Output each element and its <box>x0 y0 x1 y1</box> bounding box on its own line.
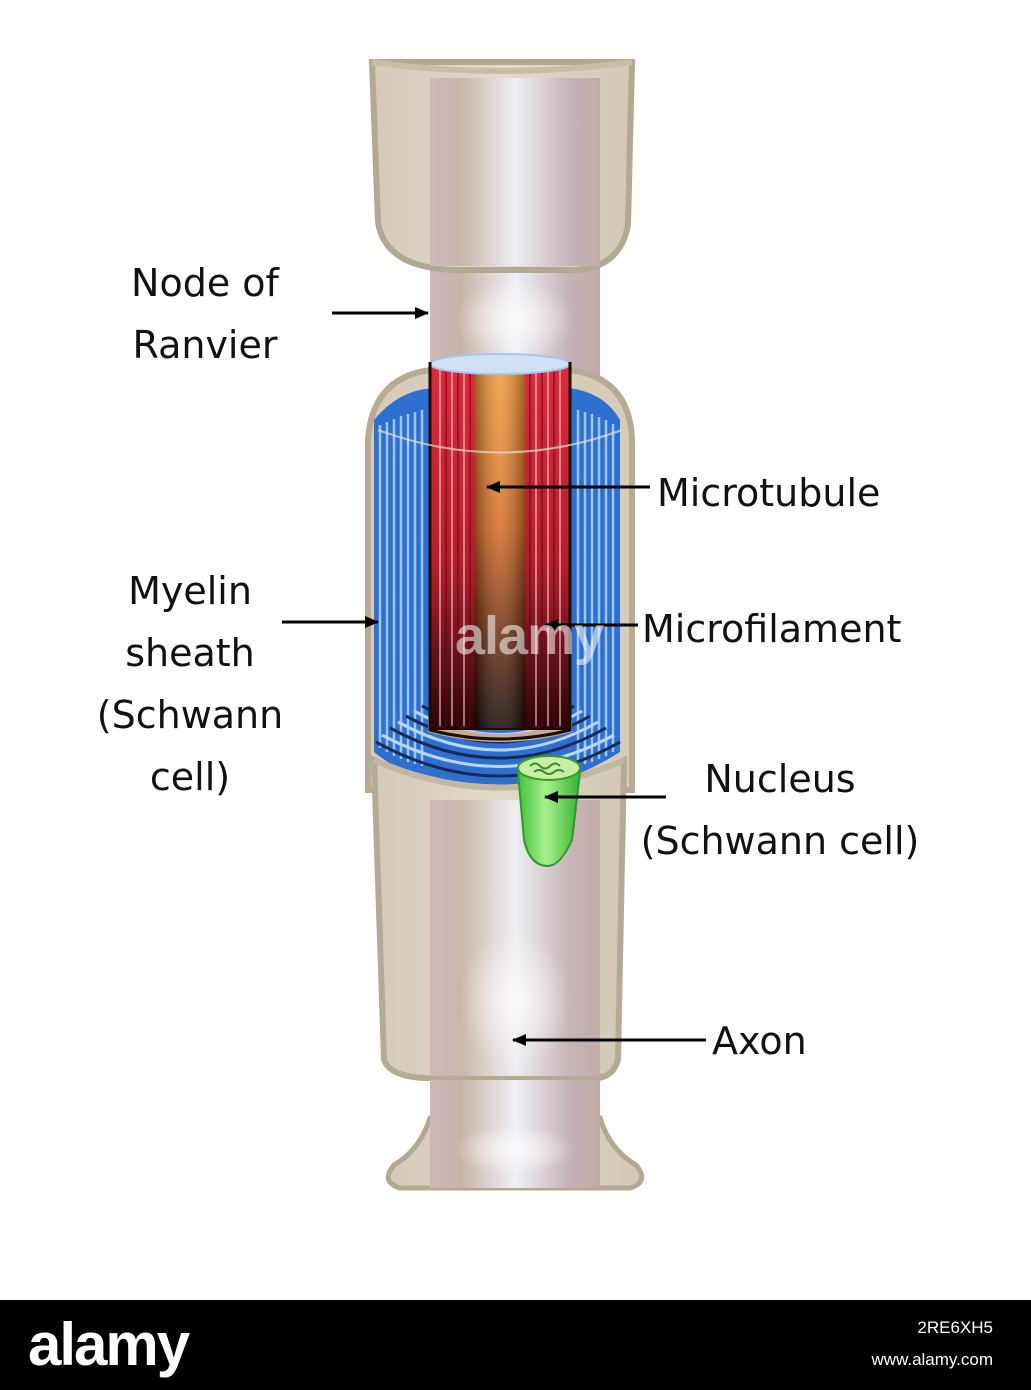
label-node-of-ranvier-line2: Ranvier <box>132 323 278 367</box>
footer-url: www.alamy.com <box>871 1350 993 1369</box>
label-nucleus-line1: Nucleus <box>704 757 856 801</box>
nerve-fiber-diagram <box>282 59 706 1191</box>
top-sheath-rim <box>371 59 633 74</box>
label-myelin-sheath: Myelin sheath (Schwann cell) <box>70 560 310 808</box>
label-microtubule: Microtubule <box>657 471 881 515</box>
label-myelin-sheath-line4: cell) <box>149 755 231 799</box>
stock-footer-bar: alamy 2RE6XH5 www.alamy.com <box>0 1300 1031 1390</box>
label-node-of-ranvier-line1: Node of <box>131 261 279 305</box>
label-arrows <box>282 307 706 1046</box>
label-microfilament: Microfilament <box>642 607 902 651</box>
label-myelin-sheath-line3: (Schwann <box>96 693 284 737</box>
schwann-nucleus <box>516 755 582 868</box>
axon-cutaway <box>377 353 623 741</box>
label-myelin-sheath-line2: sheath <box>125 631 255 675</box>
label-nucleus-line2: (Schwann cell) <box>640 819 920 863</box>
axon-glow-top <box>455 280 575 360</box>
footer-logo: alamy <box>28 1311 190 1378</box>
label-nucleus: Nucleus (Schwann cell) <box>610 748 950 872</box>
label-node-of-ranvier: Node of Ranvier <box>90 252 320 376</box>
footer-image-id: 2RE6XH5 <box>917 1318 993 1337</box>
microfilament-lines <box>439 368 561 726</box>
diagram-stage: alamy Node of Ranvier Microtubule Myelin… <box>70 59 950 1191</box>
watermark: alamy <box>455 606 604 666</box>
label-axon: Axon <box>712 1019 807 1063</box>
top-sheath-axon <box>430 78 600 266</box>
label-myelin-sheath-line1: Myelin <box>128 569 252 613</box>
